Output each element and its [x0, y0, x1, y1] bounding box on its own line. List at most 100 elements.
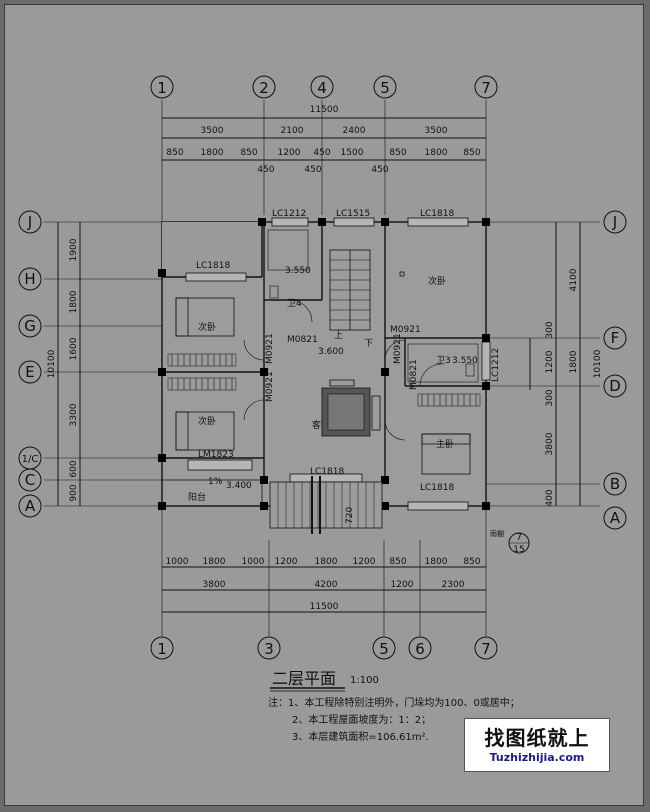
dim-bottom-mid-3: 1200: [391, 580, 414, 590]
dim-bottom-d6: 1200: [353, 557, 376, 567]
dim-left-6: 900: [69, 484, 79, 501]
dim-right-2: 300: [545, 321, 555, 338]
axis-bottom-3: 3: [264, 640, 274, 658]
label-lc1212-right: LC1212: [491, 348, 501, 382]
axis-bottom-1: 1: [157, 640, 167, 658]
dim-left-4: 3300: [69, 403, 79, 426]
dim-top-d1: 850: [166, 148, 183, 158]
label-wc3: 卫3: [436, 356, 451, 366]
label-lm1823: LM1823: [198, 450, 234, 460]
label-stair-down: 下: [364, 339, 373, 349]
axis-right-d: D: [609, 377, 621, 395]
axis-left-j: J: [27, 213, 32, 231]
dim-left-2: 1800: [69, 290, 79, 313]
dim-right-total: 10100: [593, 349, 603, 378]
watermark-badge: 找图纸就上 Tuzhizhijia.com: [464, 718, 610, 772]
dim-top-d7: 850: [389, 148, 406, 158]
dim-top-d2: 1800: [201, 148, 224, 158]
dim-bottom-d4: 1200: [275, 557, 298, 567]
axis-right-a: A: [610, 509, 621, 527]
dim-bottom-mid-4: 2300: [442, 580, 465, 590]
label-canopy: 雨棚: [490, 529, 504, 538]
label-canopy-width: 720: [345, 507, 355, 524]
dim-top-d3: 850: [240, 148, 257, 158]
dim-top-s1: 450: [257, 165, 274, 175]
label-m0921-a: M0921: [390, 325, 421, 335]
dim-right-3: 1200: [545, 350, 555, 373]
dim-top-s2: 450: [304, 165, 321, 175]
axis-right-b: B: [610, 475, 620, 493]
dim-bottom-d2: 1800: [203, 557, 226, 567]
note-3: 3、本层建筑面积=106.61m².: [292, 732, 429, 743]
axis-left-1c: 1/C: [22, 454, 39, 465]
label-bed-left-top: 次卧: [198, 321, 216, 333]
dim-left-1: 1900: [69, 238, 79, 261]
dim-top-mid-2: 2100: [281, 126, 304, 136]
dim-bottom-d9: 850: [463, 557, 480, 567]
dim-bottom-d5: 1800: [315, 557, 338, 567]
label-m0921-b: M0921: [265, 333, 275, 364]
axis-top-2: 2: [259, 79, 269, 97]
dim-bottom-d7: 850: [389, 557, 406, 567]
label-detail-sheet: 15: [513, 545, 524, 555]
dim-top-d9: 850: [463, 148, 480, 158]
notes: 注：1、本工程除特别注明外，门垛均为100、0或居中； 2、本工程屋面坡度为：1…: [268, 695, 520, 746]
axis-left-e: E: [25, 363, 34, 381]
axis-bottom-7: 7: [481, 640, 491, 658]
label-level-36: 3.600: [318, 347, 344, 357]
dim-bottom-d8: 1800: [425, 557, 448, 567]
label-lc1818-left: LC1818: [196, 261, 230, 271]
label-lc1515: LC1515: [336, 209, 370, 219]
watermark-cn: 找图纸就上: [484, 726, 590, 750]
note-1: 注：1、本工程除特别注明外，门垛均为100、0或居中；: [268, 698, 520, 709]
dim-bottom-mid-2: 4200: [315, 580, 338, 590]
axis-left-h: H: [24, 270, 35, 288]
label-m0921-c: M0921: [265, 371, 275, 402]
axis-top-1: 1: [157, 79, 167, 97]
dim-right-6: 400: [545, 489, 555, 506]
label-lc1212-top: LC1212: [272, 209, 306, 219]
dim-top-d4: 1200: [278, 148, 301, 158]
axis-top-7: 7: [481, 79, 491, 97]
dim-top-mid-1: 3500: [201, 126, 224, 136]
label-balcony: 阳台: [188, 491, 206, 503]
dim-top-s3: 450: [371, 165, 388, 175]
label-slope: 1%: [208, 477, 223, 487]
dim-top-total: 11500: [310, 105, 339, 115]
label-lc1818-top: LC1818: [420, 209, 454, 219]
note-2: 2、本工程屋面坡度为：1：2；: [292, 715, 432, 726]
dim-top-d6: 1500: [341, 148, 364, 158]
dim-top-mid-4: 3500: [425, 126, 448, 136]
label-lc1818-bottom: LC1818: [310, 467, 344, 477]
dim-left-total: 10100: [47, 349, 57, 378]
label-level-355-right: 3.550: [452, 356, 478, 366]
axis-right-j: J: [612, 213, 617, 231]
axis-top-5: 5: [380, 79, 390, 97]
label-level-34: 3.400: [226, 481, 252, 491]
axis-bottom-6: 6: [415, 640, 425, 658]
dim-bottom-d1: 1000: [166, 557, 189, 567]
axis-left-a: A: [25, 497, 36, 515]
dim-bottom-d3: 1000: [242, 557, 265, 567]
label-lc1818-master: LC1818: [420, 483, 454, 493]
dim-top-mid-3: 2400: [343, 126, 366, 136]
dim-right-5: 3800: [545, 432, 555, 455]
label-level-355-left: 3.550: [285, 266, 311, 276]
dim-right-4: 300: [545, 389, 555, 406]
axis-bottom-5: 5: [379, 640, 389, 658]
watermark-en: Tuzhizhijia.com: [489, 751, 585, 764]
label-master-bed: 主卧: [436, 438, 454, 450]
label-bed-right-top: 次卧: [428, 275, 446, 287]
dim-left-5: 600: [69, 460, 79, 477]
axis-right-f: F: [611, 329, 620, 347]
drawing-title: 二层平面: [272, 669, 336, 688]
axis-left-c: C: [25, 471, 35, 489]
label-detail-num: 7: [516, 532, 522, 543]
label-m0821-a: M0821: [287, 335, 318, 345]
dim-bottom-total: 11500: [310, 602, 339, 612]
label-bed-left-bottom: 次卧: [198, 415, 216, 427]
dim-right-mid: 1800: [569, 350, 579, 373]
dim-left-3: 1600: [69, 337, 79, 360]
dim-right-1: 4100: [569, 268, 579, 291]
